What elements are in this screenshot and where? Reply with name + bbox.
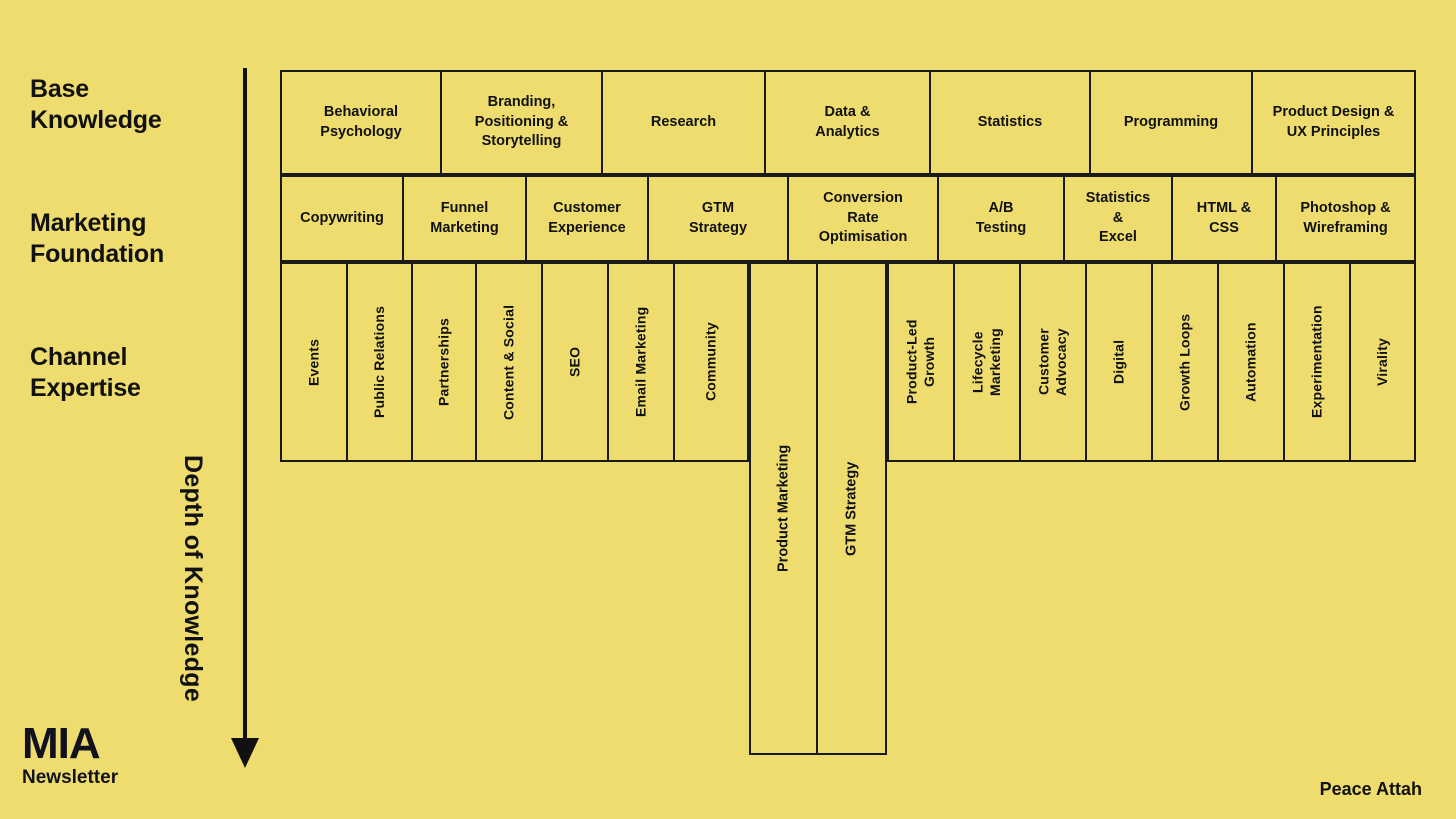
cell-channel-email-marketing[interactable]: Email Marketing bbox=[607, 262, 675, 462]
arrow-down-icon bbox=[231, 738, 259, 768]
cell-base-data-analytics[interactable]: Data & Analytics bbox=[764, 70, 931, 175]
cell-base-product-design-ux[interactable]: Product Design & UX Principles bbox=[1251, 70, 1416, 175]
cell-channel-growth-loops[interactable]: Growth Loops bbox=[1151, 262, 1219, 462]
depth-of-knowledge-label: Depth of Knowledge bbox=[179, 455, 207, 703]
cell-foundation-photoshop-wireframing[interactable]: Photoshop & Wireframing bbox=[1275, 175, 1416, 262]
cell-channel-partnerships[interactable]: Partnerships bbox=[411, 262, 477, 462]
cell-channel-lifecycle-marketing[interactable]: Lifecycle Marketing bbox=[953, 262, 1021, 462]
brand-subtitle: Newsletter bbox=[22, 767, 119, 788]
cell-channel-product-marketing[interactable]: Product Marketing bbox=[749, 262, 818, 755]
brand-logo: MIA Newsletter bbox=[22, 719, 119, 788]
cell-channel-virality[interactable]: Virality bbox=[1349, 262, 1416, 462]
cell-channel-product-led-growth[interactable]: Product-Led Growth bbox=[887, 262, 955, 462]
cell-channel-customer-advocacy[interactable]: Customer Advocacy bbox=[1019, 262, 1087, 462]
cell-channel-public-relations[interactable]: Public Relations bbox=[346, 262, 413, 462]
cell-channel-gtm-strategy[interactable]: GTM Strategy bbox=[816, 262, 887, 755]
brand-name: MIA bbox=[22, 719, 101, 768]
cell-base-statistics[interactable]: Statistics bbox=[929, 70, 1091, 175]
cell-base-branding-positioning-storytelling[interactable]: Branding, Positioning & Storytelling bbox=[440, 70, 603, 175]
cell-foundation-conversion-rate-optimisation[interactable]: Conversion Rate Optimisation bbox=[787, 175, 939, 262]
cell-base-research[interactable]: Research bbox=[601, 70, 766, 175]
cell-foundation-html-css[interactable]: HTML & CSS bbox=[1171, 175, 1277, 262]
tier-label-channel-expertise: Channel Expertise bbox=[30, 343, 141, 402]
cell-foundation-statistics-excel[interactable]: Statistics & Excel bbox=[1063, 175, 1173, 262]
depth-arrow-shaft bbox=[243, 68, 247, 748]
cell-base-programming[interactable]: Programming bbox=[1089, 70, 1253, 175]
cell-base-behavioral-psychology[interactable]: Behavioral Psychology bbox=[280, 70, 442, 175]
cell-foundation-ab-testing[interactable]: A/B Testing bbox=[937, 175, 1065, 262]
cell-channel-content-social[interactable]: Content & Social bbox=[475, 262, 543, 462]
knowledge-matrix: Behavioral Psychology Branding, Position… bbox=[280, 70, 1416, 755]
cell-foundation-customer-experience[interactable]: Customer Experience bbox=[525, 175, 649, 262]
cell-channel-digital[interactable]: Digital bbox=[1085, 262, 1153, 462]
author-credit: Peace Attah bbox=[1319, 779, 1422, 799]
tier-label-base-knowledge: Base Knowledge bbox=[30, 75, 162, 134]
cell-foundation-gtm-strategy[interactable]: GTM Strategy bbox=[647, 175, 789, 262]
cell-foundation-copywriting[interactable]: Copywriting bbox=[280, 175, 404, 262]
cell-foundation-funnel-marketing[interactable]: Funnel Marketing bbox=[402, 175, 527, 262]
cell-channel-experimentation[interactable]: Experimentation bbox=[1283, 262, 1351, 462]
cell-channel-community[interactable]: Community bbox=[673, 262, 749, 462]
cell-channel-automation[interactable]: Automation bbox=[1217, 262, 1285, 462]
tier-label-marketing-foundation: Marketing Foundation bbox=[30, 209, 165, 268]
cell-channel-events[interactable]: Events bbox=[280, 262, 348, 462]
cell-channel-seo[interactable]: SEO bbox=[541, 262, 609, 462]
